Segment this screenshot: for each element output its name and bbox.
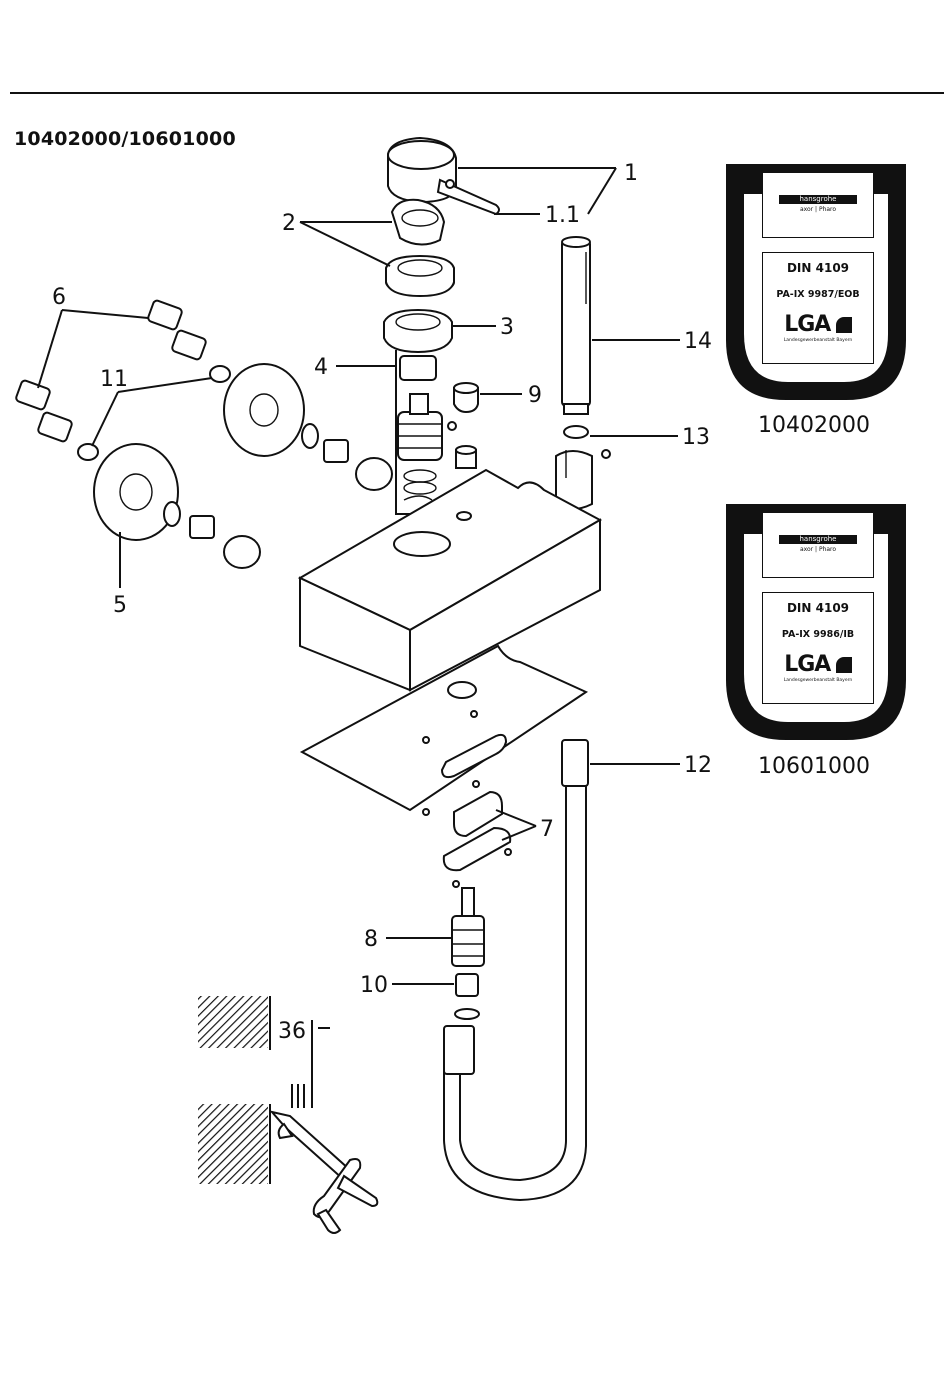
- certificate-code-2: 10601000: [758, 754, 870, 779]
- bush-part: [455, 974, 479, 1019]
- callout-14: 14: [684, 329, 712, 354]
- callout-7: 7: [540, 817, 554, 842]
- callout-1-1: 1.1: [545, 203, 580, 228]
- certificate-standard: DIN 4109: [763, 261, 873, 275]
- holder-part: [556, 426, 610, 509]
- callout-12: 12: [684, 753, 712, 778]
- certificate-sub: axor | Pharo: [763, 546, 873, 553]
- callout-5: 5: [113, 593, 127, 618]
- cartridge-part: [396, 350, 442, 514]
- callout-10: 10: [360, 973, 388, 998]
- certificate-code-1: 10402000: [758, 413, 870, 438]
- callout-8: 8: [364, 927, 378, 952]
- certificate-logo: LGA: [784, 312, 830, 337]
- escutcheon-5-part: [94, 444, 260, 568]
- outlet-part: [423, 781, 511, 870]
- callout-13: 13: [682, 425, 710, 450]
- clip-ring-part: [386, 200, 454, 296]
- callout-36: 36: [278, 1019, 306, 1044]
- escutcheon-part: [224, 364, 392, 490]
- callout-1: 1: [624, 161, 638, 186]
- leader-2b: [300, 222, 390, 266]
- certificate-test-number: PA-IX 9987/EOB: [763, 289, 873, 300]
- leader-11a: [118, 378, 212, 392]
- hand-shower-part: [562, 237, 590, 414]
- leader-6b: [38, 310, 62, 388]
- callout-4: 4: [314, 355, 328, 380]
- mounting-block-part: [300, 470, 600, 690]
- cap-part: [448, 383, 478, 468]
- nut-part: [384, 310, 452, 352]
- callout-6: 6: [52, 285, 66, 310]
- callout-2: 2: [282, 211, 296, 236]
- callout-11: 11: [100, 367, 128, 392]
- leader-7a: [496, 810, 536, 826]
- certificate-brand: hansgrohe: [779, 535, 857, 544]
- certificate-logo-sub: Landesgewerbeanstalt Bayern: [763, 678, 873, 683]
- callout-9: 9: [528, 383, 542, 408]
- leader-6a: [62, 310, 148, 318]
- lga-square-icon: [836, 657, 852, 673]
- certificate-sub: axor | Pharo: [763, 206, 873, 213]
- certificate-brand: hansgrohe: [779, 195, 857, 204]
- certificate-10402000: hansgrohe axor | Pharo DIN 4109 PA-IX 99…: [726, 164, 906, 404]
- certificate-logo-sub: Landesgewerbeanstalt Bayern: [763, 338, 873, 343]
- valve-cartridge-part: [452, 881, 484, 966]
- certificate-logo: LGA: [784, 652, 830, 677]
- lga-square-icon: [836, 317, 852, 333]
- leader-1-branch: [588, 168, 616, 214]
- certificate-standard: DIN 4109: [763, 601, 873, 615]
- leader-11b: [92, 392, 118, 446]
- certificate-10601000: hansgrohe axor | Pharo DIN 4109 PA-IX 99…: [726, 504, 906, 744]
- certificate-test-number: PA-IX 9986/IB: [763, 629, 873, 640]
- callout-3: 3: [500, 315, 514, 340]
